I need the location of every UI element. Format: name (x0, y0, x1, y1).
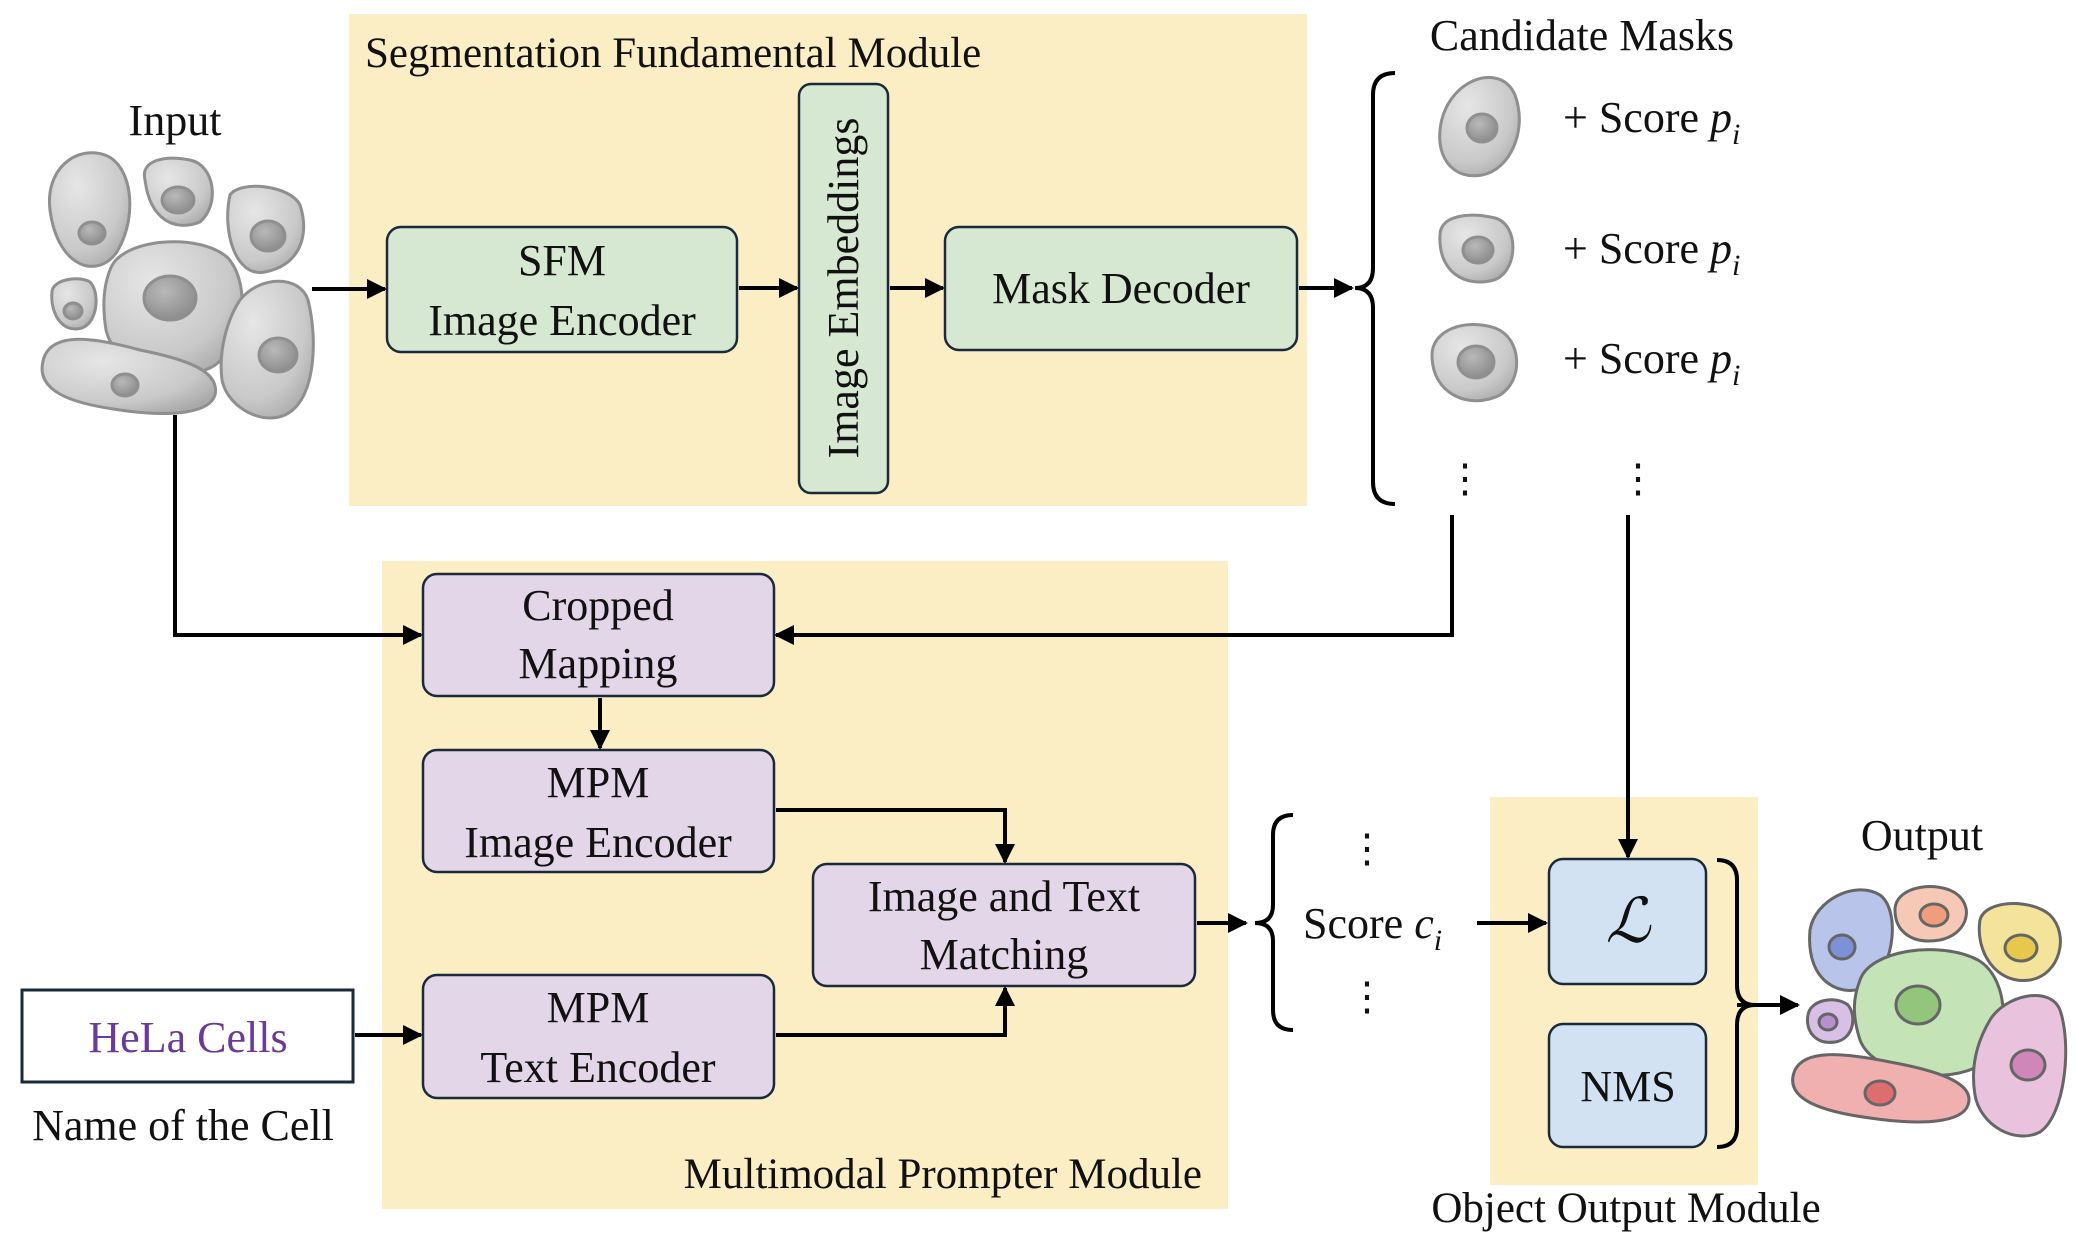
output-cell-orange (1893, 885, 1968, 943)
sfm-image-encoder-block (385, 225, 739, 354)
mask-decoder-label: Mask Decoder (992, 264, 1250, 313)
output-cells-image (1791, 885, 2068, 1138)
sfm-module-title: Segmentation Fundamental Module (365, 30, 981, 77)
arrow-text-encoder-to-matching (776, 986, 1015, 1037)
mpm-module-title: Multimodal Prompter Module (684, 1151, 1202, 1198)
cell-name-value: HeLa Cells (88, 1013, 287, 1062)
candidate-masks-label: Candidate Masks (1430, 11, 1734, 60)
mpm-image-encoder-line1: MPM (547, 758, 650, 807)
input-cells-image (40, 151, 315, 420)
input-cell-4 (50, 277, 98, 331)
mpm-text-encoder-block (421, 973, 776, 1100)
output-cell-green (1852, 948, 2005, 1077)
mpm-text-encoder-line2: Text Encoder (480, 1043, 715, 1092)
output-label: Output (1861, 811, 1983, 860)
candidate-mask-2 (1438, 213, 1515, 284)
input-cell-6 (219, 279, 315, 420)
sfm-image-encoder-line1: SFM (518, 236, 606, 285)
loss-symbol: ℒ (1606, 888, 1652, 956)
mask-decoder-block (943, 225, 1299, 352)
output-cell-pink (1971, 994, 2068, 1138)
score-p-1: + Score pi (1563, 93, 1740, 151)
cropped-mapping-line2: Mapping (519, 639, 678, 688)
score-p-3: + Score pi (1563, 334, 1740, 392)
input-cell-1 (47, 151, 132, 268)
arrow-image-encoder-to-matching (776, 808, 1015, 864)
arrow-input-to-cropped-mapping (173, 415, 423, 645)
mpm-text-encoder-line1: MPM (547, 983, 650, 1032)
image-text-matching-line2: Matching (920, 930, 1089, 979)
cell-name-caption: Name of the Cell (32, 1101, 334, 1150)
candidate-mask-1 (1438, 76, 1521, 178)
image-embeddings-block (797, 82, 890, 495)
output-cell-red (1791, 1053, 1971, 1124)
candidate-mask-3 (1430, 323, 1519, 403)
candidate-dots-left: ⋮ (1445, 456, 1485, 501)
oom-module-title: Object Output Module (1431, 1185, 1820, 1232)
loss-block (1547, 857, 1708, 986)
score-c-brace (1254, 813, 1294, 1032)
score-p-2: + Score pi (1563, 224, 1740, 282)
cell-name-input[interactable] (20, 988, 355, 1084)
output-cell-yellow (1977, 902, 2062, 982)
input-cell-2 (142, 156, 214, 227)
output-cell-purple-small (1805, 998, 1855, 1044)
mpm-image-encoder-block (421, 748, 776, 874)
cropped-mapping-line1: Cropped (522, 581, 674, 630)
input-label: Input (129, 96, 222, 145)
candidate-masks-brace (1354, 71, 1396, 506)
nms-block (1547, 1022, 1708, 1149)
input-cell-3 (226, 184, 306, 274)
image-text-matching-line1: Image and Text (868, 872, 1140, 921)
image-embeddings-label: Image Embeddings (819, 118, 868, 459)
sfm-image-encoder-line2: Image Encoder (428, 296, 696, 345)
nms-label: NMS (1580, 1062, 1675, 1111)
score-c-dots-top: ⋮ (1347, 826, 1387, 871)
score-c-label: Score ci (1303, 899, 1442, 957)
mpm-image-encoder-line2: Image Encoder (464, 818, 732, 867)
arrow-candidates-to-cropped-mapping (774, 515, 1454, 645)
score-c-dots-bottom: ⋮ (1347, 974, 1387, 1019)
input-cell-7 (40, 337, 218, 415)
candidate-dots-right: ⋮ (1618, 456, 1658, 501)
